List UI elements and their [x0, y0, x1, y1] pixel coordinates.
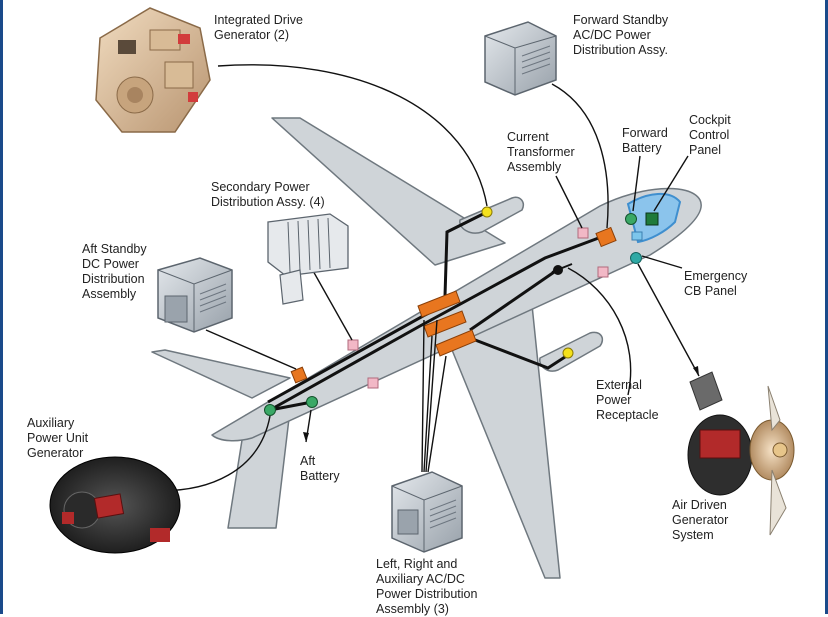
aft-standby-box — [290, 366, 308, 384]
cockpit-blue-box — [631, 231, 643, 241]
main-power-cabinet — [391, 471, 463, 553]
air-driven-generator-label: Air Driven Generator System — [672, 498, 729, 542]
power-bar-left — [417, 290, 461, 318]
left-wing — [271, 117, 506, 266]
fwd-standby-label: Forward Standby AC/DC Power Distribution… — [573, 13, 669, 57]
apu-generator-label: Auxiliary Power Unit Generator — [27, 416, 89, 460]
secondary-power-box-2 — [367, 377, 379, 389]
air-driven-generator-picture — [687, 371, 795, 536]
secondary-power-label: Secondary Power Distribution Assy. (4) — [211, 180, 325, 209]
right-wing — [449, 304, 561, 579]
idg-right-dot — [562, 347, 574, 359]
secondary-power-box-1 — [347, 339, 359, 351]
cockpit-control-box — [645, 212, 659, 226]
current-transformer-label: Current Transformer Assembly — [507, 130, 575, 174]
cockpit-panel-label: Cockpit Control Panel — [689, 113, 731, 157]
external-power-label: External Power Receptacle — [596, 378, 659, 422]
main-power-label: Left, Right and Auxiliary AC/DC Power Di… — [376, 557, 478, 616]
aft-standby-label: Aft Standby DC Power Distribution Assemb… — [82, 242, 147, 301]
fwd-standby-box — [595, 226, 617, 248]
idg-picture — [95, 7, 211, 133]
fwd-battery-label: Forward Battery — [622, 126, 668, 155]
power-bar-aux — [435, 329, 477, 357]
apu-generator-picture — [49, 456, 181, 554]
idg-label: Integrated Drive Generator (2) — [214, 13, 303, 42]
emergency-cb-dot — [630, 252, 642, 264]
aft-battery-label: Aft Battery — [300, 454, 340, 483]
left-engine-nacelle — [459, 196, 524, 234]
main-power-distribution-bars — [417, 290, 477, 357]
secondary-power-units — [267, 213, 349, 305]
secondary-power-box-4 — [597, 266, 609, 278]
fwd-battery-dot — [625, 213, 637, 225]
right-border — [825, 0, 828, 614]
secondary-power-boxes — [347, 227, 609, 389]
power-bar-right — [423, 310, 467, 338]
external-power-plug — [551, 263, 573, 275]
idg-left-dot — [481, 206, 493, 218]
emergency-cb-label: Emergency CB Panel — [684, 269, 748, 298]
fwd-standby-cabinet — [484, 21, 557, 96]
aft-battery-dot-2 — [306, 396, 318, 408]
secondary-power-box-3 — [577, 227, 589, 239]
leader-arrowheads — [303, 366, 699, 442]
aft-battery-dot-1 — [264, 404, 276, 416]
left-border — [0, 0, 3, 614]
aft-standby-cabinet — [157, 257, 233, 333]
left-stabilizer — [151, 349, 291, 399]
